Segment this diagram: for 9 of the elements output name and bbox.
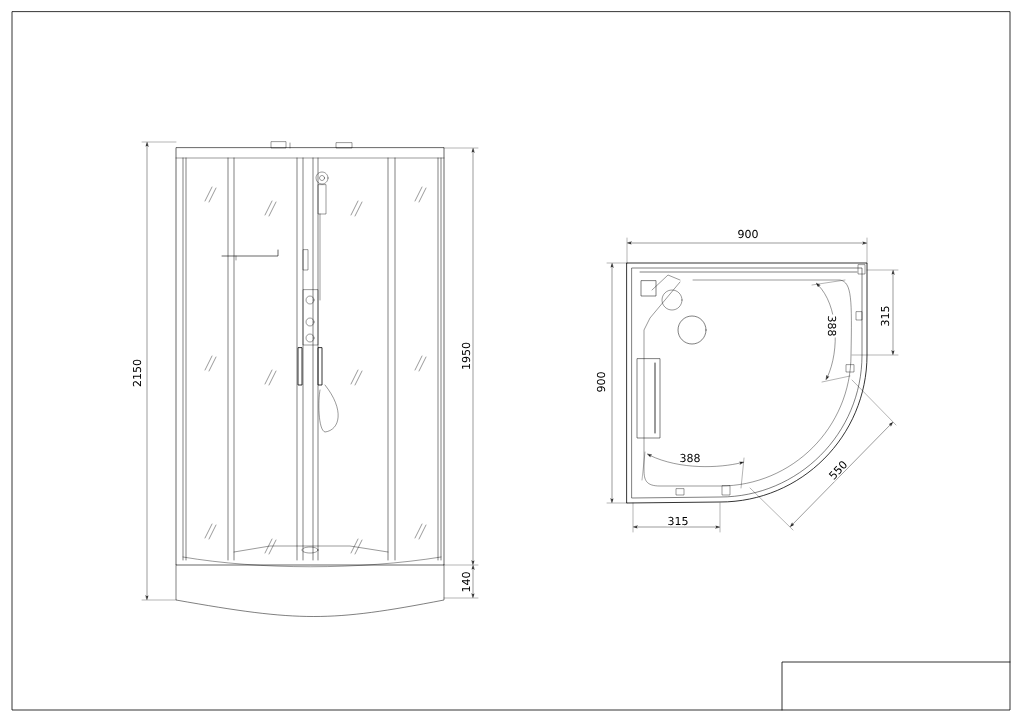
dimension-label: 900 — [595, 370, 607, 394]
dimension-label: 1950 — [460, 341, 472, 371]
dimension-label: 140 — [460, 570, 472, 594]
dimension-label: 900 — [736, 228, 760, 240]
dimension-label: 315 — [666, 515, 690, 527]
dimension-label: 388 — [678, 452, 702, 464]
dimension-label: 2150 — [131, 358, 143, 388]
dimension-label: 388 — [826, 314, 838, 338]
dimension-label: 315 — [879, 304, 891, 328]
